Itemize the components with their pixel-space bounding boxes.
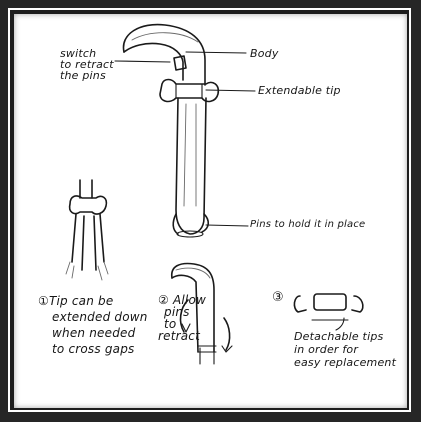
label-extendable-tip: Extendable tip (258, 84, 341, 97)
main-device-sketch (123, 25, 218, 237)
note1-line-2: extended down (38, 309, 148, 325)
sketch-extended-tip (66, 180, 108, 280)
label-switch: switch to retract the pins (60, 48, 114, 81)
note-detachable-tips: Detachable tips in order for easy replac… (294, 330, 396, 369)
note1-line-4: to cross gaps (38, 341, 148, 357)
note1-line-1: ①Tip can be (38, 293, 148, 309)
label-pins: Pins to hold it in place (250, 219, 365, 230)
note-extended-tip: ①Tip can be extended down when needed to… (38, 293, 148, 357)
leader-switch (115, 61, 170, 62)
note2-line-4: retract (158, 330, 206, 342)
leader-body (186, 52, 246, 53)
leader-tip (206, 90, 255, 91)
label-body: Body (250, 47, 279, 60)
note3-line-1: Detachable tips (294, 330, 396, 343)
note3-line-2: in order for (294, 343, 396, 356)
note-retract-pins: ② Allow pins to retract (158, 294, 206, 342)
note3-line-3: easy replacement (294, 356, 396, 369)
note1-line-3: when needed (38, 325, 148, 341)
sketch-detachable-tips (294, 294, 363, 330)
leader-pins (206, 225, 248, 226)
note3-number: ③ (272, 290, 284, 305)
label-switch-line-3: the pins (60, 70, 114, 81)
